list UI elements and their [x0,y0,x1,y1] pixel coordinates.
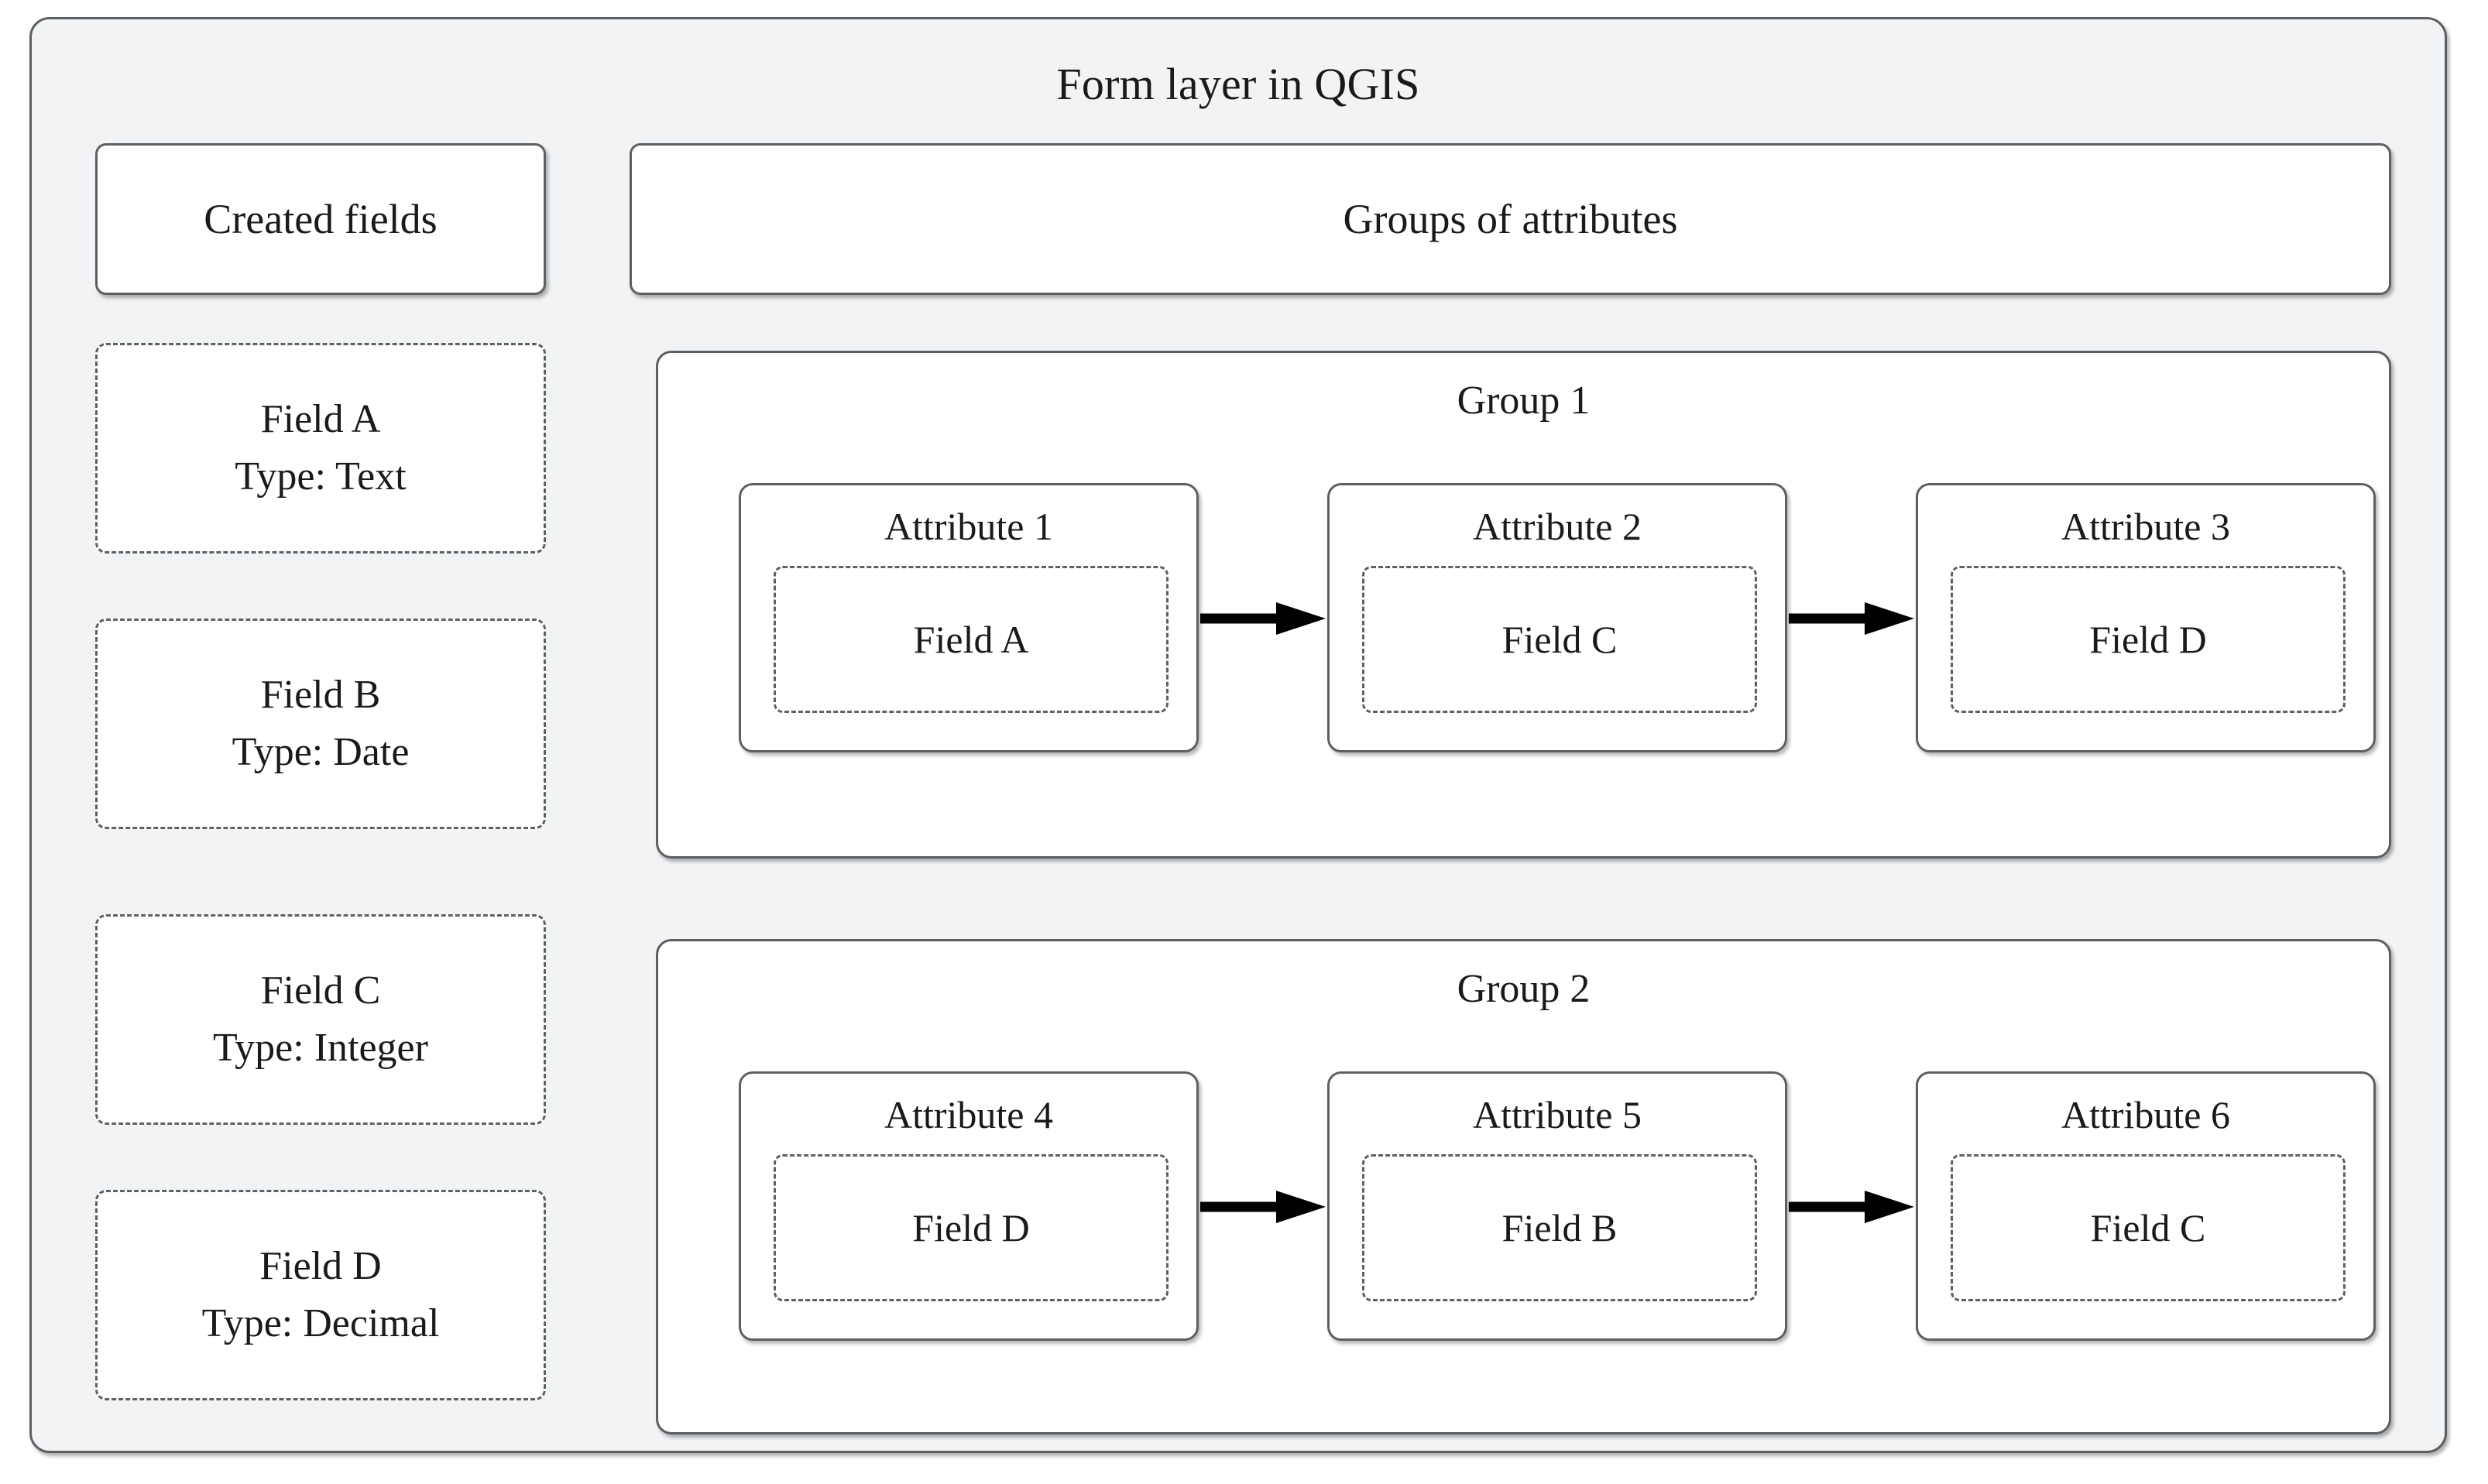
field-card[interactable]: Field D Type: Decimal [95,1190,546,1400]
group-box: Group 1 Attribute 1 Field A Attribute 2 … [656,351,2391,859]
group-title: Group 2 [1457,967,1591,1011]
attribute-field-box[interactable]: Field D [1951,566,2346,713]
attribute-field-label: Field C [2090,1206,2206,1249]
attribute-card[interactable]: Attribute 3 Field D [1916,483,2376,752]
attribute-label: Attribute 2 [1472,505,1642,548]
attribute-label: Attribute 5 [1472,1093,1642,1136]
attribute-card[interactable]: Attribute 6 Field C [1916,1071,2376,1341]
attribute-field-box[interactable]: Field A [774,566,1169,713]
field-type: Type: Text [235,454,407,499]
attribute-label: Attribute 1 [884,505,1054,548]
attribute-label: Attribute 4 [884,1093,1054,1136]
attribute-field-box[interactable]: Field D [774,1154,1169,1301]
attribute-card[interactable]: Attribute 2 Field C [1327,483,1787,752]
group-box: Group 2 Attribute 4 Field D Attribute 5 … [656,939,2391,1434]
attribute-field-label: Field A [913,618,1029,661]
field-name: Field B [260,673,381,718]
attribute-field-box[interactable]: Field C [1951,1154,2346,1301]
arrow-right-icon [1199,601,1327,636]
attribute-field-label: Field D [912,1206,1030,1249]
attribute-field-label: Field B [1501,1206,1618,1249]
page-title: Form layer in QGIS [1056,59,1420,109]
field-type: Type: Date [232,730,410,774]
attribute-label: Attribute 6 [2061,1093,2231,1136]
attribute-row: Attribute 4 Field D Attribute 5 Field B [658,1071,2389,1341]
created-fields-list: Field A Type: Text Field B Type: Date Fi… [95,343,546,1405]
field-card[interactable]: Field C Type: Integer [95,914,546,1125]
form-layer-container: Form layer in QGIS Created fields Field … [29,17,2447,1453]
attribute-card[interactable]: Attribute 1 Field A [739,483,1199,752]
attribute-label: Attribute 3 [2061,505,2231,548]
created-fields-header: Created fields [95,143,546,295]
attribute-row: Attribute 1 Field A Attribute 2 Field C [658,483,2389,752]
field-name: Field D [259,1244,382,1289]
attribute-card[interactable]: Attribute 4 Field D [739,1071,1199,1341]
groups-of-attributes-label: Groups of attributes [1343,196,1678,242]
created-fields-label: Created fields [204,196,438,242]
field-type: Type: Decimal [201,1301,440,1345]
attribute-field-box[interactable]: Field C [1362,566,1757,713]
arrow-right-icon [1787,601,1916,636]
attribute-field-label: Field C [1501,618,1618,661]
attribute-card[interactable]: Attribute 5 Field B [1327,1071,1787,1341]
groups-of-attributes-header: Groups of attributes [630,143,2391,295]
field-type: Type: Integer [213,1026,428,1070]
attribute-field-label: Field D [2089,618,2207,661]
group-title: Group 1 [1457,379,1591,423]
attribute-field-box[interactable]: Field B [1362,1154,1757,1301]
arrow-right-icon [1199,1189,1327,1225]
field-card[interactable]: Field B Type: Date [95,619,546,829]
arrow-right-icon [1787,1189,1916,1225]
field-name: Field A [260,397,381,442]
field-card[interactable]: Field A Type: Text [95,343,546,554]
field-name: Field C [260,968,381,1013]
